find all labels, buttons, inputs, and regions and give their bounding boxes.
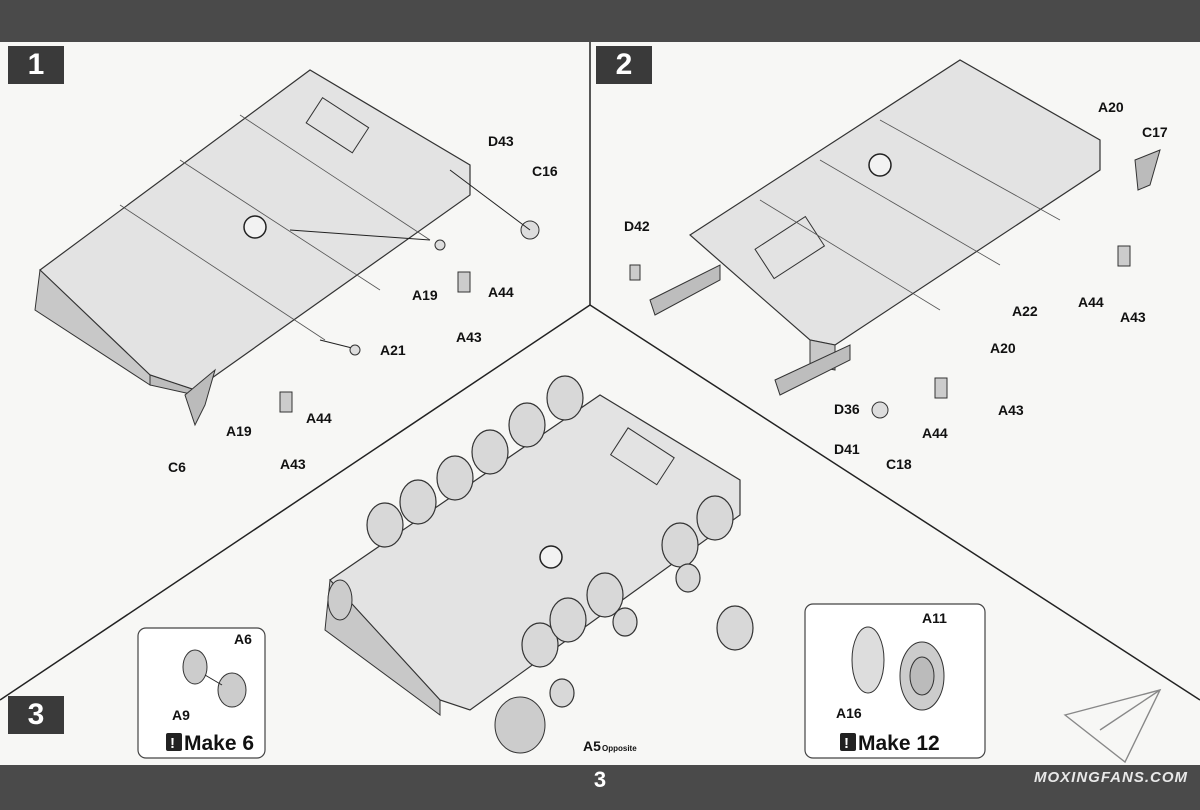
top-bar	[0, 0, 1200, 42]
part-label: D42	[624, 218, 650, 234]
part-label: C17	[1142, 124, 1168, 140]
part-label: A6	[234, 631, 252, 647]
step-number-2: 2	[596, 46, 652, 84]
paper-plane-logo	[1063, 688, 1162, 764]
bottom-bar	[0, 765, 1200, 810]
part-label: A21	[380, 342, 406, 358]
step-number-1: 1	[8, 46, 64, 84]
step-number-3: 3	[8, 696, 64, 734]
part-label: A22	[1012, 303, 1038, 319]
part-label: A43	[1120, 309, 1146, 325]
part-label: C18	[886, 456, 912, 472]
part-label: C16	[532, 163, 558, 179]
inset2-parts	[851, 626, 945, 711]
watermark-text: MOXINGFANS.COM	[1033, 769, 1188, 786]
part-label: A43	[456, 329, 482, 345]
part-label: A43	[998, 402, 1024, 418]
part-label: C6	[168, 459, 186, 475]
part-label: A11	[922, 610, 947, 626]
step2-hull	[629, 59, 1161, 419]
inset1-parts	[182, 649, 247, 708]
part-label: A19	[412, 287, 438, 303]
part-label: D41	[834, 441, 860, 457]
page-number: 3	[593, 767, 607, 792]
step1-hull	[34, 69, 540, 427]
svg-text:!: !	[844, 735, 849, 752]
exclamation-icon	[166, 733, 182, 751]
part-label: A19	[226, 423, 252, 439]
step3-hull	[324, 375, 754, 754]
part-label: A20	[990, 340, 1016, 356]
exclamation-icon	[840, 733, 856, 751]
part-label: A44	[306, 410, 332, 426]
part-label: A16	[836, 705, 862, 721]
inset-instruction: Make 6	[184, 732, 254, 755]
part-label: A20	[1098, 99, 1124, 115]
part-label: A44	[488, 284, 514, 300]
part-label: A44	[1078, 294, 1104, 310]
a5-note: Opposite	[602, 744, 637, 753]
svg-text:!: !	[170, 735, 175, 752]
part-label: A9	[172, 707, 190, 723]
part-label: D36	[834, 401, 860, 417]
part-label: A5	[583, 738, 601, 754]
inset-box-make12	[804, 603, 986, 759]
part-label: D43	[488, 133, 514, 149]
part-label: A44	[922, 425, 948, 441]
inset-instruction: Make 12	[858, 732, 940, 755]
part-label: A43	[280, 456, 306, 472]
inset-box-make6	[137, 627, 266, 759]
